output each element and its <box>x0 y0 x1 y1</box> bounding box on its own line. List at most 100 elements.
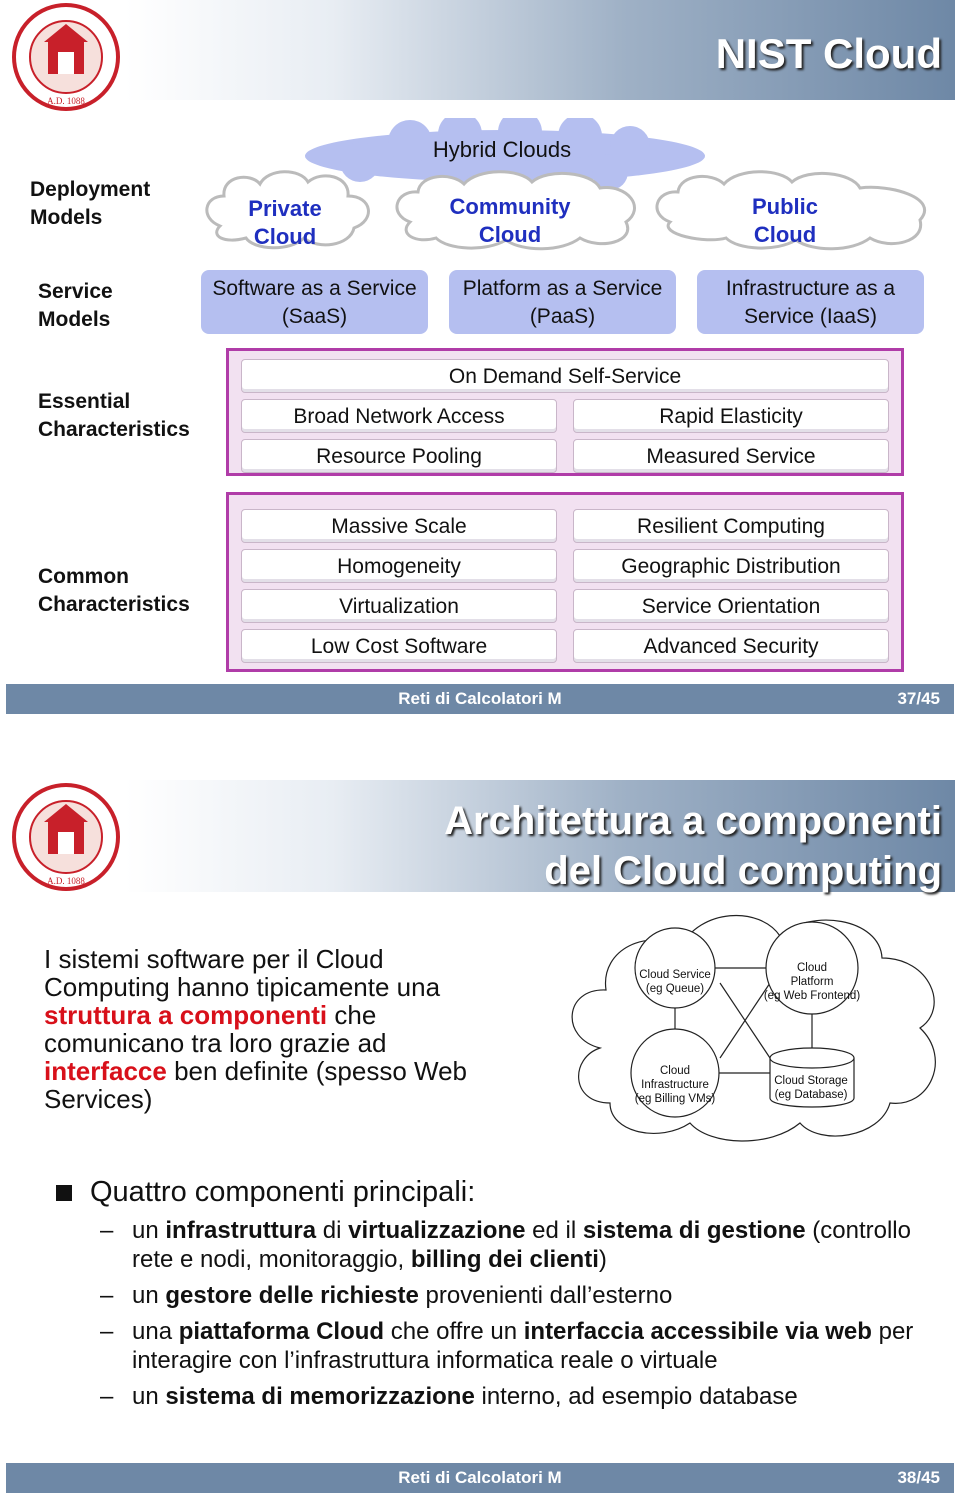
essential-chip-on-demand: On Demand Self-Service <box>241 359 889 393</box>
intro-highlight-interfacce: interfacce <box>44 1056 167 1086</box>
intro-text-1: I sistemi software per il Cloud Computin… <box>44 944 441 1002</box>
university-seal-logo: A.D. 1088 <box>12 3 120 111</box>
footer-course: Reti di Calcolatori M <box>398 1468 562 1487</box>
diagram-service-line2: (eg Queue) <box>645 983 705 995</box>
common-characteristics-frame: Massive Scale Homogeneity Virtualization… <box>226 492 904 672</box>
diagram-label-infrastructure: Cloud Infrastructure (eg Billing VMs) <box>625 1064 725 1106</box>
intro-text-3: ben definite (spesso Web Services) <box>44 1056 467 1114</box>
diagram-platform-line2: Platform <box>790 976 834 988</box>
footer-page-number: 37/45 <box>897 689 940 708</box>
private-cloud-shape <box>205 170 370 250</box>
cloud-platform-node <box>765 921 859 1015</box>
community-cloud-shape <box>395 170 636 251</box>
item1-h: billing dei clienti <box>410 1246 599 1273</box>
row-label-deployment: Deployment Models <box>30 178 151 229</box>
list-item: – un sistema di memorizzazione interno, … <box>100 1382 920 1411</box>
diagram-platform-line1: Cloud <box>796 962 828 974</box>
private-cloud-label: Private Cloud <box>248 196 322 249</box>
essential-chip-measured-service: Measured Service <box>573 439 889 473</box>
common-chip-virtualization: Virtualization <box>241 589 557 623</box>
item3-a: una <box>132 1318 173 1345</box>
slide-nist-cloud: NIST Cloud A.D. 1088 Deployment Models S… <box>0 0 960 720</box>
item3-e: per interagire con l’infrastruttura info… <box>132 1318 914 1374</box>
footer-bar: Reti di Calcolatori M 38/45 <box>6 1463 954 1493</box>
cloud-service-node <box>634 927 716 1009</box>
diagram-platform-line3: (eg Web Frontend) <box>763 990 861 1002</box>
item3-d: interfaccia accessibile via web <box>523 1318 872 1345</box>
item1-i: ) <box>598 1246 607 1273</box>
item2-c: provenienti dall’esterno <box>425 1282 673 1309</box>
item1-g: (controllo rete e nodi, monitoraggio, <box>132 1217 911 1273</box>
row-label-essential: Essential Characteristics <box>38 390 190 441</box>
item1-e: ed il <box>532 1217 577 1244</box>
diagram-infra-line3: (eg Billing VMs) <box>634 1093 716 1105</box>
item4-b: sistema di memorizzazione <box>165 1383 475 1410</box>
diagram-label-service: Cloud Service (eg Queue) <box>630 968 720 996</box>
item1-b: infrastruttura <box>165 1217 317 1244</box>
essential-chip-rapid-elasticity: Rapid Elasticity <box>573 399 889 433</box>
intro-text-2: che comunicano tra loro grazie ad <box>44 1000 387 1058</box>
item1-d: virtualizzazione <box>348 1217 526 1244</box>
service-model-iaas: Infrastructure as a Service (IaaS) <box>697 270 924 334</box>
item4-a: un <box>132 1383 159 1410</box>
cloud-infrastructure-node <box>630 1028 720 1118</box>
deployment-clouds <box>205 118 926 251</box>
common-chip-geographic-distribution: Geographic Distribution <box>573 549 889 583</box>
intro-paragraph: I sistemi software per il Cloud Computin… <box>44 945 514 1113</box>
dash-bullet-icon: – <box>100 1217 114 1244</box>
slide-architettura: Architettura a componenti del Cloud comp… <box>0 780 960 1495</box>
item2-b: gestore delle richieste <box>165 1282 419 1309</box>
dash-bullet-icon: – <box>100 1318 114 1345</box>
header-bar <box>125 0 955 100</box>
hybrid-cloud-shape <box>305 118 705 196</box>
slide-title-line1: Architettura a componenti <box>444 799 942 843</box>
diagram-service-line1: Cloud Service <box>639 969 711 981</box>
common-chip-resilient-computing: Resilient Computing <box>573 509 889 543</box>
footer-course: Reti di Calcolatori M <box>398 689 562 708</box>
square-bullet-icon <box>56 1185 72 1202</box>
row-label-common: Common Characteristics <box>38 565 190 616</box>
diagram-label-storage: Cloud Storage (eg Database) <box>766 1074 856 1102</box>
common-chip-service-orientation: Service Orientation <box>573 589 889 623</box>
cloud-architecture-diagram <box>571 915 936 1142</box>
diagram-infra-line2: Infrastructure <box>641 1079 709 1091</box>
essential-characteristics-frame: On Demand Self-Service Broad Network Acc… <box>226 348 904 476</box>
footer-page-number: 38/45 <box>897 1468 940 1487</box>
common-chip-massive-scale: Massive Scale <box>241 509 557 543</box>
item3-c: che offre un <box>390 1318 518 1345</box>
svg-text:A.D. 1088: A.D. 1088 <box>47 96 85 106</box>
common-chip-advanced-security: Advanced Security <box>573 629 889 663</box>
essential-chip-resource-pooling: Resource Pooling <box>241 439 557 473</box>
essential-chip-broad-network: Broad Network Access <box>241 399 557 433</box>
dash-bullet-icon: – <box>100 1282 114 1309</box>
item3-b: piattaforma Cloud <box>178 1318 385 1345</box>
common-chip-low-cost-software: Low Cost Software <box>241 629 557 663</box>
cloud-outline <box>571 915 936 1142</box>
common-chip-homogeneity: Homogeneity <box>241 549 557 583</box>
item2-a: un <box>132 1282 159 1309</box>
item1-c: di <box>322 1217 342 1244</box>
community-cloud-label: Community Cloud <box>449 194 571 247</box>
public-cloud-shape <box>655 170 926 251</box>
list-item: – una piattaforma Cloud che offre un int… <box>100 1317 920 1375</box>
svg-text:A.D. 1088: A.D. 1088 <box>47 876 85 886</box>
intro-highlight-struttura: struttura a componenti <box>44 1000 328 1030</box>
service-model-paas: Platform as a Service (PaaS) <box>449 270 676 334</box>
header-bar <box>125 780 955 892</box>
list-item: – un infrastruttura di virtualizzazione … <box>100 1216 920 1274</box>
main-bullet: Quattro componenti principali: <box>56 1175 475 1209</box>
item1-f: sistema di gestione <box>582 1217 806 1244</box>
hybrid-clouds-label: Hybrid Clouds <box>432 137 572 162</box>
cloud-storage-node <box>769 1058 855 1108</box>
diagram-label-platform: Cloud Platform (eg Web Frontend) <box>757 961 867 1003</box>
slide-title: Architettura a componenti del Cloud comp… <box>444 796 942 896</box>
diagram-infra-line1: Cloud <box>659 1065 691 1077</box>
dash-bullet-icon: – <box>100 1383 114 1410</box>
item4-c: interno, ad esempio database <box>481 1383 798 1410</box>
university-seal-logo: A.D. 1088 <box>12 783 120 891</box>
service-model-saas: Software as a Service (SaaS) <box>201 270 428 334</box>
list-item: – un gestore delle richieste provenienti… <box>100 1281 920 1310</box>
row-label-service: Service Models <box>38 280 113 331</box>
slide-title: NIST Cloud <box>715 30 942 77</box>
item1-a: un <box>132 1217 159 1244</box>
